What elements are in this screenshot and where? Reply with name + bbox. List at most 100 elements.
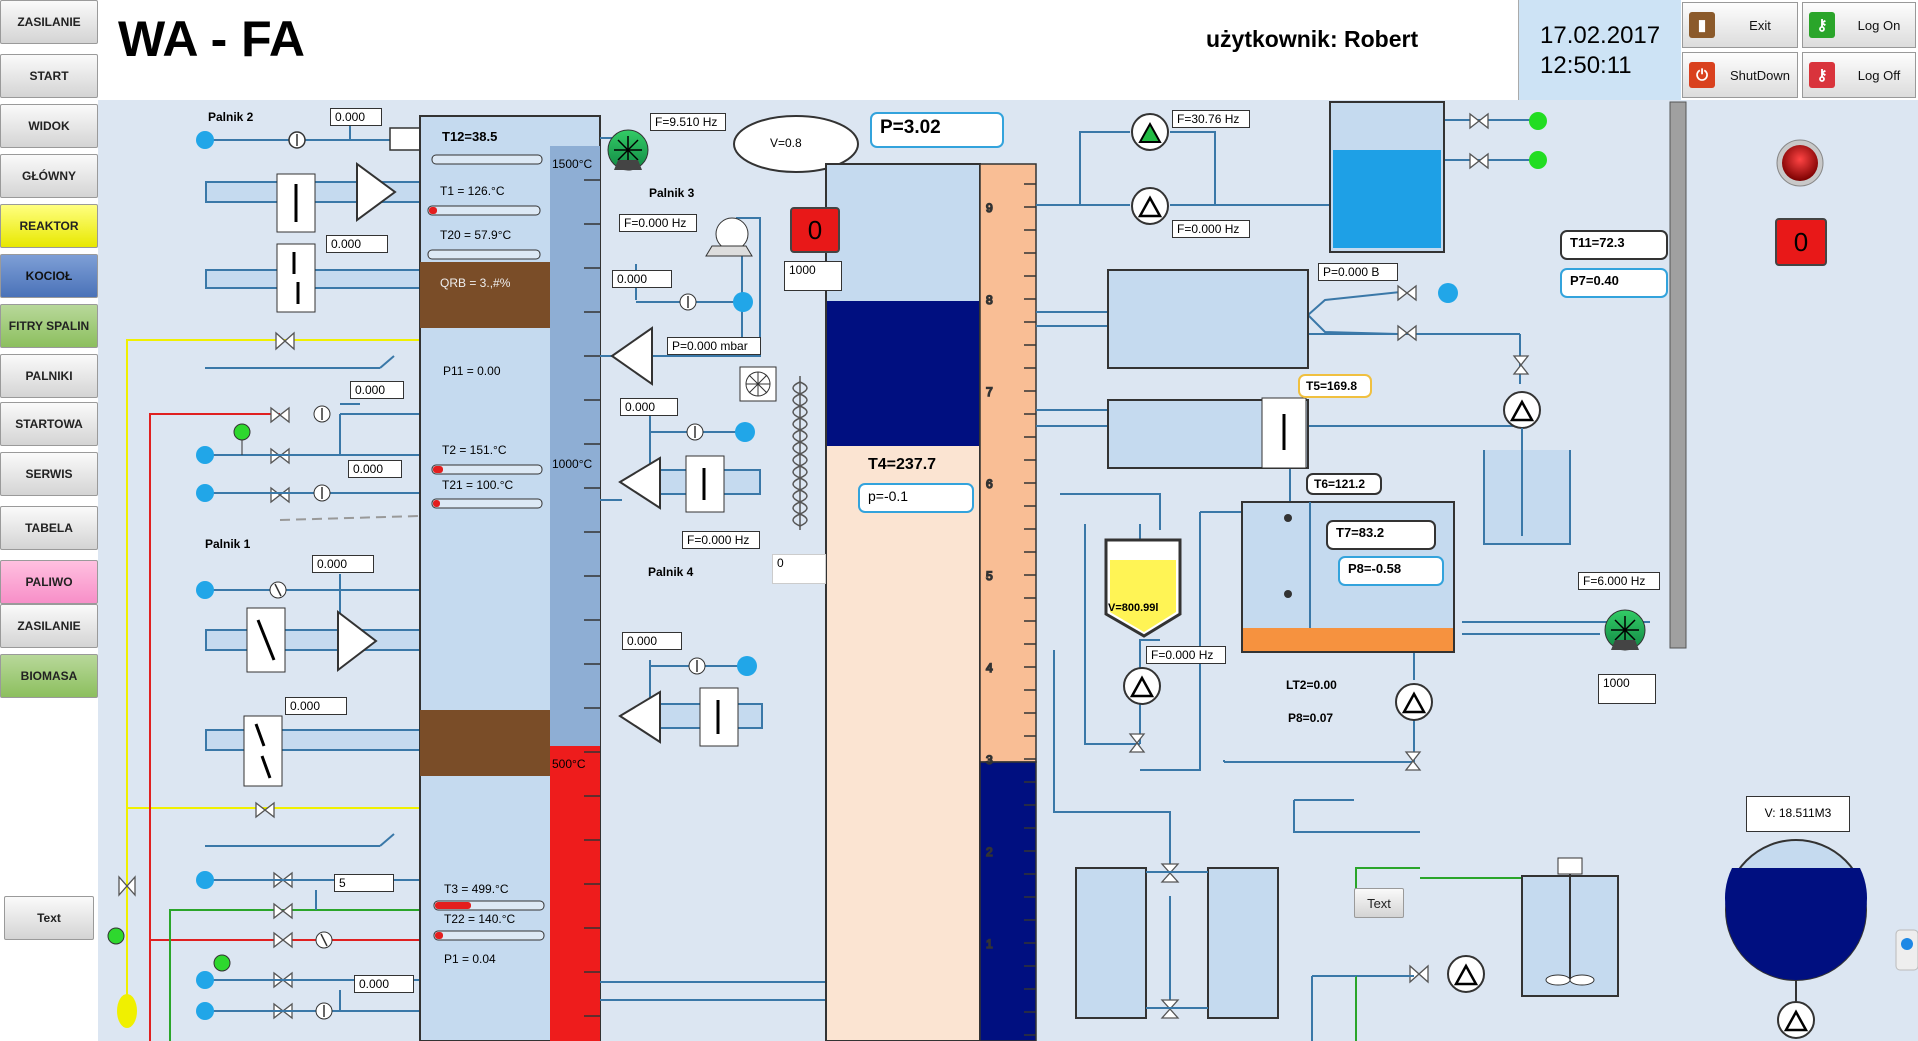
scale-tick-label: 8 (986, 293, 993, 307)
t2-label: T2 = 151.°C (442, 443, 507, 457)
scale-tick-label: 3 (986, 753, 993, 767)
palnik1-label: Palnik 1 (205, 537, 251, 551)
nav-serwis[interactable]: SERWIS (0, 452, 98, 496)
fan2-frequency: F=6.000 Hz (1578, 572, 1660, 590)
alarm-button[interactable] (1777, 140, 1823, 186)
key-green-icon: ⚷ (1809, 12, 1835, 38)
time-label: 12:50:11 (1540, 52, 1632, 79)
text-button-right[interactable]: Text (1354, 888, 1404, 918)
right-red-indicator: 0 (1775, 218, 1827, 266)
nav-start[interactable]: START (0, 54, 98, 98)
nav-palniki[interactable]: PALNIKI (0, 354, 98, 398)
green-status-icon (233, 423, 251, 441)
palnik3-label: Palnik 3 (649, 186, 695, 200)
exit-button[interactable]: ▮ Exit (1682, 2, 1798, 48)
burner-nozzle-icon (610, 326, 653, 386)
palnik2-label: Palnik 2 (208, 110, 254, 124)
t1-label: T1 = 126.°C (440, 184, 505, 198)
fan-frequency: F=9.510 Hz (650, 113, 726, 131)
p-small: p=-0.1 (858, 483, 974, 513)
burner-value-5[interactable]: 0.000 (312, 555, 374, 573)
door-exit-icon: ▮ (1689, 12, 1715, 38)
reactor-red-indicator: 0 (790, 207, 840, 253)
pressure-mbar: P=0.000 mbar (667, 337, 761, 355)
t11-label: T11=72.3 (1560, 230, 1668, 260)
scale-tick-label: 5 (986, 569, 993, 583)
burner-value-7[interactable]: 5 (334, 874, 394, 892)
nav-zasilanie[interactable]: ZASILANIE (0, 0, 98, 44)
burner-value-3[interactable]: 0.000 (350, 381, 404, 399)
nav-reaktor[interactable]: REAKTOR (0, 204, 98, 248)
nav-glowny[interactable]: GŁÓWNY (0, 154, 98, 198)
scale-1000-label: 1000°C (552, 457, 593, 471)
p8-label: P8=-0.58 (1338, 556, 1444, 586)
scale-tick-label: 7 (986, 385, 993, 399)
pump1-frequency: F=30.76 Hz (1172, 110, 1250, 128)
nav-zasilanie-2[interactable]: ZASILANIE (0, 604, 98, 648)
setpoint-1000[interactable]: 1000 (784, 261, 842, 291)
palnik4-frequency: F=0.000 Hz (682, 531, 760, 549)
pressure-main: P=3.02 (870, 112, 1004, 148)
valve-endpoint-icon (196, 131, 214, 149)
nav-fitry-spalin[interactable]: FITRY SPALIN (0, 304, 98, 348)
pump2-frequency: F=0.000 Hz (1172, 220, 1250, 238)
burner-nozzle-icon (356, 162, 397, 222)
nav-widok[interactable]: WIDOK (0, 104, 98, 148)
burner-value-1[interactable]: 0.000 (330, 108, 382, 126)
scale-500-label: 500°C (552, 757, 586, 771)
t20-label: T20 = 57.9°C (440, 228, 512, 242)
palnik4-label: Palnik 4 (648, 565, 694, 579)
nav-tabela[interactable]: TABELA (0, 506, 98, 550)
palnik3-value-2[interactable]: 0.000 (620, 398, 678, 416)
alarm-icon (1782, 145, 1818, 181)
burner-value-8[interactable]: 0.000 (354, 975, 414, 993)
t5-label: T5=169.8 (1298, 374, 1372, 398)
lt2-label: LT2=0.00 (1286, 678, 1337, 692)
logoff-button[interactable]: ⚷ Log Off (1802, 52, 1916, 98)
fan2-setpoint[interactable]: 1000 (1598, 674, 1656, 704)
date-label: 17.02.2017 (1540, 22, 1661, 49)
volume-label: V=0.8 (770, 136, 802, 150)
p8b-label: P8=0.07 (1288, 711, 1334, 725)
scale-tick-label: 4 (986, 661, 993, 675)
nav-biomasa[interactable]: BIOMASA (0, 654, 98, 698)
palnik3-frequency: F=0.000 Hz (619, 214, 697, 232)
t6-label: T6=121.2 (1306, 473, 1382, 495)
t21-label: T21 = 100.°C (442, 478, 514, 492)
burner-value-6[interactable]: 0.000 (285, 697, 347, 715)
pressure-b: P=0.000 B (1318, 263, 1398, 281)
scale-tick-label: 6 (986, 477, 993, 491)
palnik3-value-1[interactable]: 0.000 (612, 270, 672, 288)
shutdown-button[interactable]: ⏻ ShutDown (1682, 52, 1798, 98)
palnik4-value-1[interactable]: 0.000 (622, 632, 682, 650)
t3-label: T3 = 499.°C (444, 882, 509, 896)
hopper-volume: V=800.99l (1108, 602, 1159, 614)
text-button-left[interactable]: Text (4, 896, 94, 940)
logon-button[interactable]: ⚷ Log On (1802, 2, 1916, 48)
page-title: WA - FA (118, 11, 306, 67)
burner-value-4[interactable]: 0.000 (348, 460, 402, 478)
t4-label: T4=237.7 (868, 456, 937, 473)
qrb-label: QRB = 3.,#% (440, 276, 511, 290)
p11-label: P11 = 0.00 (443, 364, 501, 378)
burner-value-2[interactable]: 0.000 (326, 235, 388, 253)
hopper-frequency: F=0.000 Hz (1146, 646, 1226, 664)
p1-label: P1 = 0.04 (444, 952, 496, 966)
nav-paliwo[interactable]: PALIWO (0, 560, 98, 604)
scale-tick-label: 2 (986, 845, 993, 859)
user-label: użytkownik: Robert (1206, 26, 1419, 52)
datetime-panel (1518, 0, 1681, 100)
scale-1500-label: 1500°C (552, 157, 593, 171)
p7-label: P7=0.40 (1560, 268, 1668, 298)
scale-tick-label: 9 (986, 201, 993, 215)
t12-label: T12=38.5 (442, 129, 498, 144)
total-volume: V: 18.511M3 (1746, 796, 1850, 832)
t22-label: T22 = 140.°C (444, 912, 516, 926)
key-red-icon: ⚷ (1809, 62, 1835, 88)
nav-kociol[interactable]: KOCIOŁ (0, 254, 98, 298)
sidebar: ZASILANIE START WIDOK GŁÓWNY REAKTOR KOC… (0, 0, 98, 1041)
small-zero-field[interactable]: 0 (772, 554, 826, 584)
scale-tick-label: 1 (986, 937, 993, 951)
power-icon: ⏻ (1689, 62, 1715, 88)
nav-startowa[interactable]: STARTOWA (0, 402, 98, 446)
